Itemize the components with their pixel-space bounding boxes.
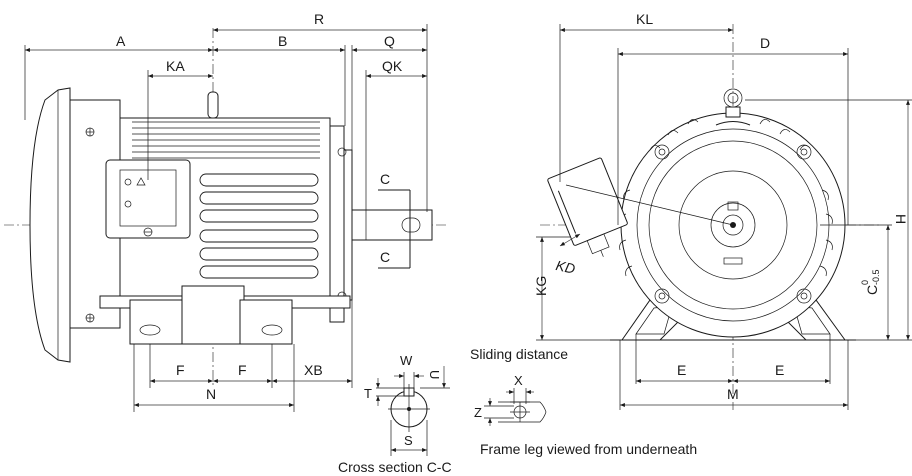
dim-label-c-tol: C [864, 285, 880, 295]
eye-bolt [207, 91, 219, 119]
mounting-feet [99, 285, 351, 345]
shaft-cross-section: W U T S Cross section C-C [338, 353, 452, 475]
front-fin-ring [619, 119, 833, 277]
caption-cross-section: Cross section C-C [338, 459, 452, 475]
dim-label-e-left: E [677, 362, 686, 378]
dim-label-qk: QK [382, 58, 403, 74]
shaft [351, 209, 433, 241]
dim-label-x: X [514, 373, 523, 388]
dim-label-e-right: E [775, 362, 784, 378]
frame-leg-detail: Sliding distance X Z Frame leg viewed fr… [470, 346, 697, 457]
dim-label-c-tol-sub: -0.5 [871, 269, 881, 285]
dim-label-w: W [400, 353, 413, 368]
front-terminal-box [547, 157, 628, 257]
front-end-shield [329, 125, 345, 323]
dim-label-t: T [364, 386, 372, 401]
side-view: R A B Q KA QK C C [4, 11, 448, 412]
dim-label-kl: KL [636, 11, 653, 27]
end-shield-bolts [654, 144, 812, 304]
section-mark-c-top: C [380, 171, 390, 187]
front-eye-bolt [715, 88, 751, 126]
dim-label-c-tol-sup: 0 [860, 280, 870, 285]
dim-label-h: H [893, 214, 909, 224]
dim-label-ka: KA [166, 58, 185, 74]
dim-label-d: D [760, 35, 770, 51]
dim-label-f-right: F [238, 362, 247, 378]
fan-cover [29, 87, 71, 363]
dim-label-z: Z [474, 405, 482, 420]
dim-label-n: N [206, 386, 216, 402]
dim-label-r: R [314, 11, 324, 27]
dim-label-s: S [404, 433, 413, 448]
dim-label-xb: XB [304, 362, 323, 378]
dim-label-u: U [427, 370, 442, 379]
dim-label-q: Q [384, 33, 395, 49]
dim-label-m: M [727, 386, 739, 402]
label-sliding-distance: Sliding distance [470, 346, 568, 362]
dim-label-b: B [278, 33, 287, 49]
caption-frame-leg: Frame leg viewed from underneath [480, 441, 697, 457]
front-view: KL D H C 0 -0.5 KG KD E E [533, 11, 912, 410]
dim-label-kd: KD [554, 257, 576, 277]
section-mark-c-bottom: C [380, 249, 390, 265]
dim-label-a: A [116, 33, 126, 49]
dim-label-kg: KG [533, 276, 549, 296]
dim-label-f-left: F [176, 362, 185, 378]
cooling-fins [132, 121, 320, 279]
